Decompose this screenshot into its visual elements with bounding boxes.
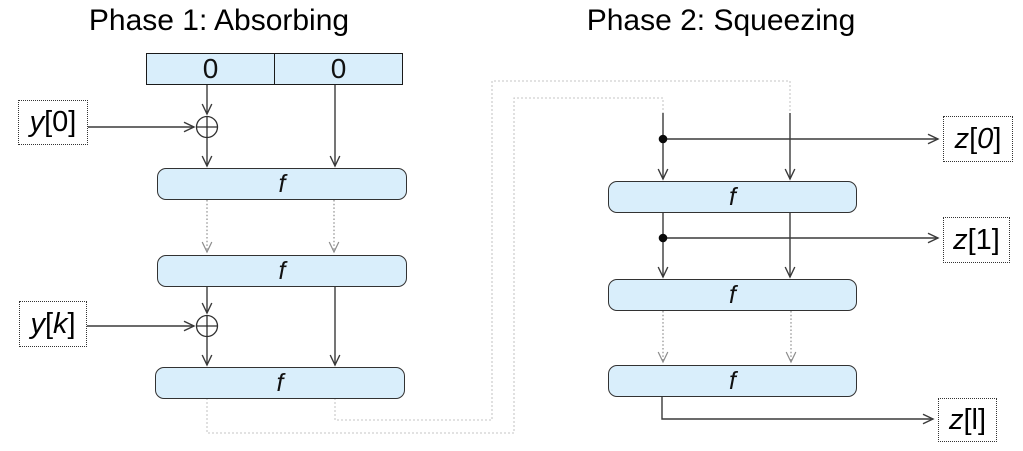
phase1-title: Phase 1: Absorbing: [88, 4, 350, 37]
feedback-wire: [334, 80, 791, 421]
feedback-wire: [206, 97, 664, 434]
initial-state-register: 0 0: [146, 53, 403, 85]
output-label-z1: z[1]: [943, 217, 1010, 263]
phase2-title: Phase 2: Squeezing: [586, 4, 856, 37]
junction-dot-icon: [658, 233, 668, 243]
input-label-y0: y[0]: [18, 100, 88, 145]
f-function-box-absorb-1: f: [157, 168, 407, 200]
flow-arrow: [661, 397, 935, 425]
f-function-box-absorb-3: f: [155, 367, 405, 399]
f-function-box-squeeze-2: f: [608, 279, 857, 311]
f-function-box-absorb-2: f: [157, 255, 407, 287]
f-function-box-squeeze-3: f: [608, 365, 857, 397]
junction-dot-icon: [658, 134, 668, 144]
input-label-yk: y[k]: [19, 301, 87, 347]
f-function-box-squeeze-1: f: [608, 181, 857, 213]
state-cell-rate: 0: [147, 53, 275, 84]
state-cell-capacity: 0: [330, 53, 347, 84]
output-label-z0: z[0]: [943, 116, 1013, 162]
output-label-zl: z[l]: [938, 398, 997, 442]
